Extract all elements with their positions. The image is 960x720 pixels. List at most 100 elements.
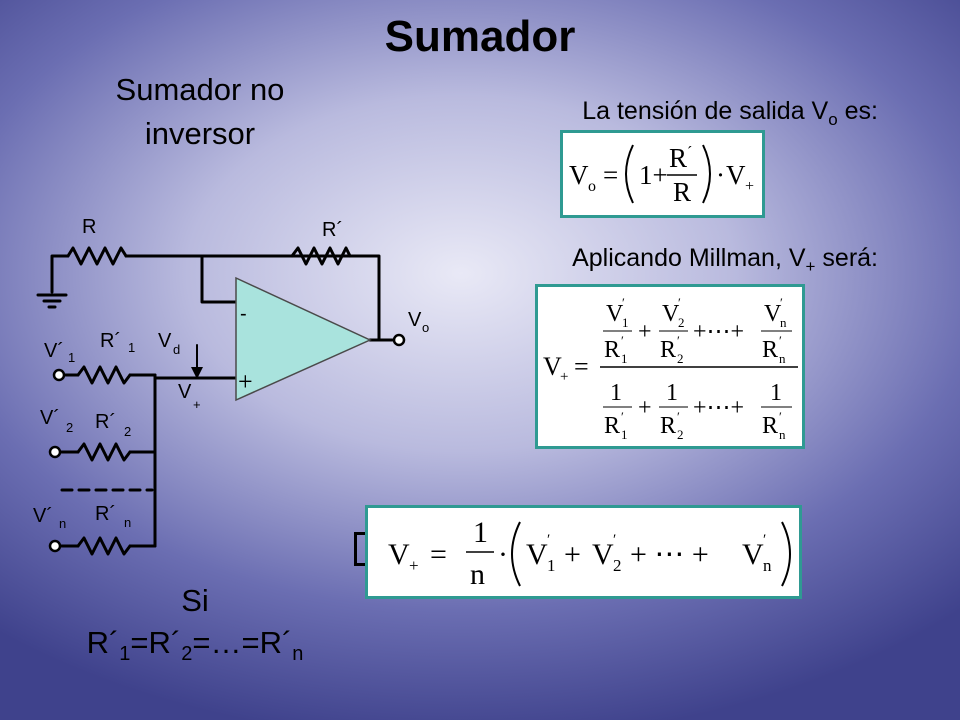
- eq2-den-r2-prime: ′: [677, 409, 680, 424]
- summing-amplifier-circuit: - + R R´ V o V´ 1 R´ 1 V d V + V´ 2 R´ 2…: [33, 216, 429, 556]
- label-vo-sub: o: [422, 320, 429, 335]
- eq2-equals: =: [574, 352, 589, 381]
- label-rn-sub: n: [124, 515, 131, 530]
- eq2-den-r1-sub: 1: [621, 427, 628, 442]
- eq3-vn-sub: n: [763, 556, 772, 575]
- label-v2: V´: [40, 407, 60, 429]
- eq1-lhs: V: [569, 160, 589, 190]
- label-vd-sub: d: [173, 342, 180, 357]
- eq3-v1-sub: 1: [547, 556, 556, 575]
- eq2-lhs-sub: +: [560, 369, 568, 385]
- input-2-terminal: [48, 445, 62, 459]
- eq2-den-rn-prime: ′: [779, 409, 782, 424]
- eq3-v1: V: [526, 538, 548, 571]
- resistor-rn: [76, 536, 132, 556]
- eq2-num-v2: V: [662, 301, 680, 327]
- label-r1: R´: [100, 330, 121, 352]
- label-rn: R´: [95, 503, 116, 525]
- label-r-feedback: R´: [322, 219, 343, 241]
- opamp-triangle: [235, 276, 372, 402]
- eq2-num-r1: R: [604, 337, 620, 363]
- eq3-vn: V: [742, 538, 764, 571]
- label-vplus-sub: +: [193, 397, 201, 412]
- label-r2-sub: 2: [124, 424, 131, 439]
- eq2-num-v1: V: [606, 301, 624, 327]
- eq1-right-paren: [702, 144, 711, 204]
- eq1-equals: =: [603, 160, 618, 190]
- label-vplus: V: [178, 381, 192, 403]
- label-r1-sub: 1: [128, 340, 135, 355]
- label-vn: V´: [33, 505, 53, 527]
- eq2-num-v2-sub: 2: [678, 315, 685, 330]
- eq2-den-r2-sub: 2: [677, 427, 684, 442]
- label-v1-sub: 1: [68, 350, 75, 365]
- resistor-r1: [76, 365, 132, 385]
- equal-resistor-equation: V + = 1 n · V ′ 1 + V ′ 2 + ⋯ + V ′ n: [365, 505, 802, 599]
- millman-equation: V + = V ′ 1 R ′ 1 + V ′ 2 R ′ 2 +⋯+ V ′ …: [535, 284, 805, 449]
- eq3-numerator: 1: [473, 516, 488, 549]
- eq2-den-one-1: 1: [610, 380, 622, 406]
- vd-arrow-head: [191, 367, 203, 379]
- bracket-mark: [354, 532, 366, 566]
- eq3-v2: V: [592, 538, 614, 571]
- eq2-num-r1-prime: ′: [621, 333, 624, 348]
- eq1-v: V: [726, 160, 746, 190]
- eq1-numerator-prime: ´: [687, 144, 692, 161]
- opamp-minus-sign: -: [240, 303, 247, 325]
- eq1-lhs-sub: o: [588, 178, 596, 195]
- eq2-num-rn-prime: ′: [779, 333, 782, 348]
- eq2-num-ellipsis: +⋯+: [693, 319, 744, 345]
- eq2-num-v1-prime: ′: [622, 295, 625, 310]
- output-voltage-caption: La tensión de salida Vo es:: [582, 97, 878, 129]
- label-v2-sub: 2: [66, 420, 73, 435]
- eq3-denominator: n: [470, 558, 485, 591]
- slide-subtitle: Sumador no inversor: [115, 72, 285, 151]
- opamp-plus-sign: +: [238, 367, 253, 396]
- eq1-v-sub: +: [745, 178, 754, 195]
- slide-title: Sumador: [384, 12, 576, 61]
- eq2-den-plus: +: [638, 395, 652, 421]
- eq3-equals: =: [430, 538, 447, 571]
- condition-expression: R´1=R´2=…=R´n: [86, 625, 304, 666]
- eq2-den-rn: R: [762, 413, 778, 439]
- eq2-num-r2: R: [660, 337, 676, 363]
- output-terminal: [392, 333, 406, 347]
- eq3-vn-prime: ′: [763, 532, 766, 548]
- eq3-lhs: V: [388, 538, 410, 571]
- eq2-den-r1: R: [604, 413, 620, 439]
- eq2-den-one-n: 1: [770, 380, 782, 406]
- eq1-numerator: R: [669, 143, 687, 173]
- resistor-r-feedback: [290, 246, 352, 266]
- eq2-den-rn-sub: n: [779, 427, 786, 442]
- resistor-r: [66, 246, 128, 266]
- eq3-v1-prime: ′: [547, 532, 550, 548]
- label-vd: V: [158, 330, 172, 352]
- eq2-num-r1-sub: 1: [621, 351, 628, 366]
- eq2-num-rn-sub: n: [779, 351, 786, 366]
- input-n-terminal: [48, 539, 62, 553]
- label-r: R: [82, 216, 96, 238]
- eq2-den-r2: R: [660, 413, 676, 439]
- condition-si: Si: [181, 583, 209, 618]
- eq2-den-r1-prime: ′: [621, 409, 624, 424]
- eq3-ellipsis: + ⋯ +: [630, 538, 709, 571]
- eq3-left-paren: [511, 521, 521, 587]
- eq2-num-v2-prime: ′: [678, 295, 681, 310]
- eq2-num-r2-sub: 2: [677, 351, 684, 366]
- eq2-den-ellipsis: +⋯+: [693, 395, 744, 421]
- millman-caption: Aplicando Millman, V+ será:: [572, 244, 878, 276]
- eq2-num-vn-prime: ′: [780, 295, 783, 310]
- eq1-dot: ·: [716, 160, 725, 190]
- eq2-num-plus: +: [638, 319, 652, 345]
- eq3-v2-sub: 2: [613, 556, 622, 575]
- ground-wire: [50, 254, 70, 294]
- eq2-den-one-2: 1: [666, 380, 678, 406]
- inverting-input-wire: [200, 254, 238, 304]
- eq2-num-vn-sub: n: [780, 315, 787, 330]
- equal-resistor-condition: Si R´1=R´2=…=R´n: [30, 580, 360, 675]
- eq1-left-paren: [625, 144, 634, 204]
- eq1-denominator: R: [673, 177, 691, 207]
- eq1-one-plus: 1+: [639, 160, 668, 190]
- eq2-lhs: V: [543, 352, 562, 381]
- label-vn-sub: n: [59, 516, 66, 531]
